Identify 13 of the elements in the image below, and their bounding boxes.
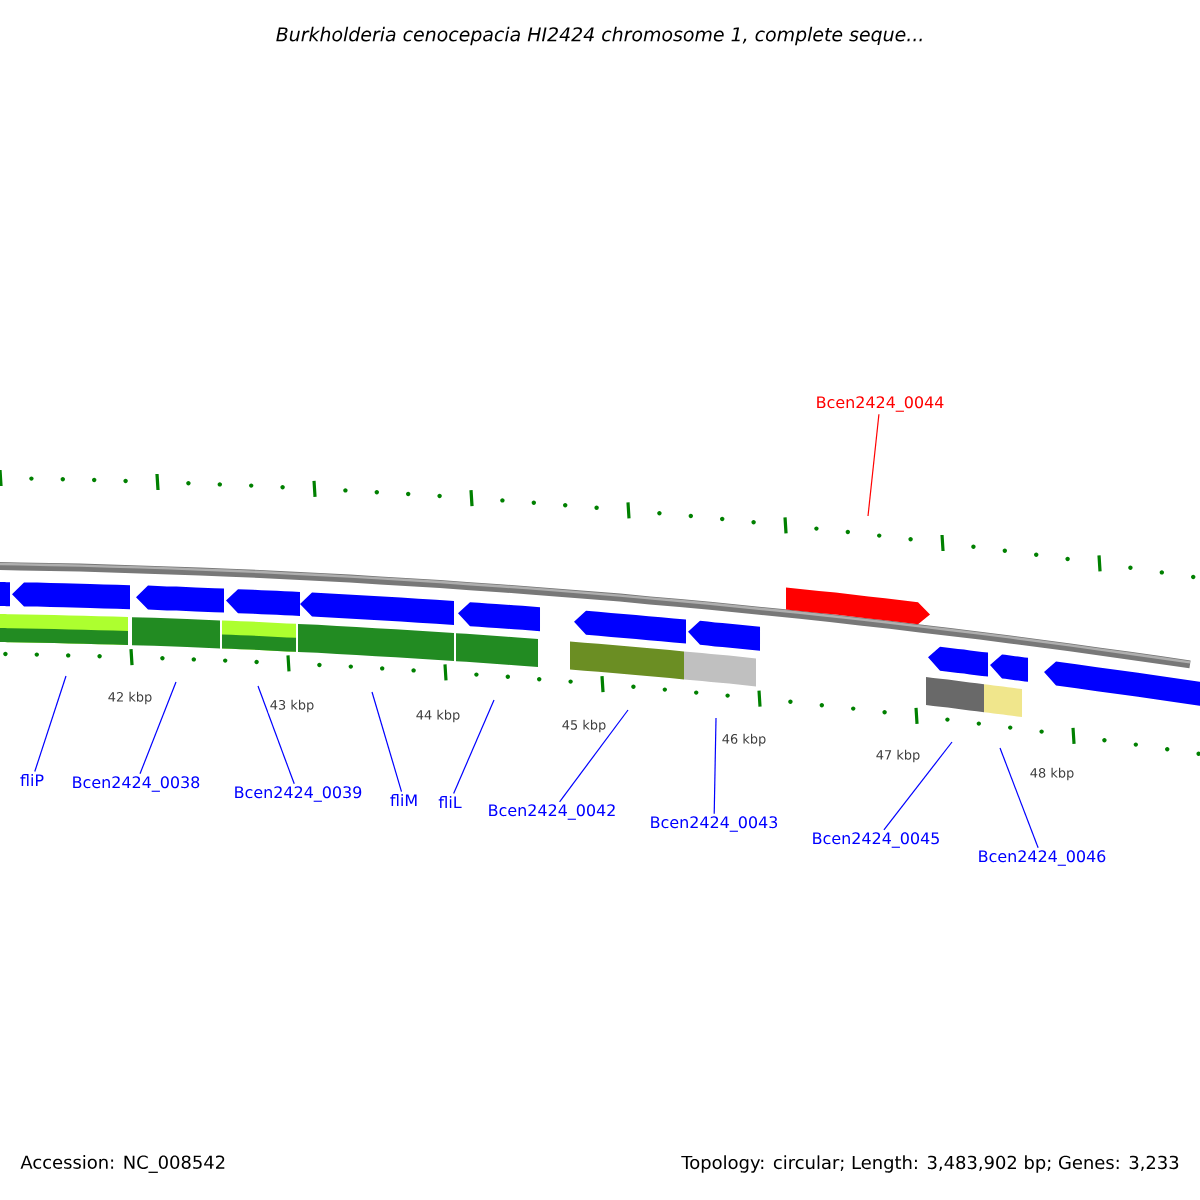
leader-line (713, 717, 717, 815)
leader-line (999, 747, 1039, 849)
footer-text: Topology: circular; Length: 3,483,902 bp; Genes: 3,233 (681, 1155, 1179, 1173)
title: Burkholderia cenocepacia HI2424 chromosome 1, complete seque... (276, 26, 922, 46)
leader-line (883, 741, 953, 831)
leader-line (139, 681, 177, 775)
leader-line (453, 699, 495, 795)
leader-line (371, 691, 403, 793)
leader-line (257, 685, 295, 785)
leader-line (559, 709, 629, 803)
leader-line (867, 413, 880, 517)
footer-text: Accession: NC_008542 (20, 1155, 225, 1173)
leader-line (34, 675, 67, 773)
